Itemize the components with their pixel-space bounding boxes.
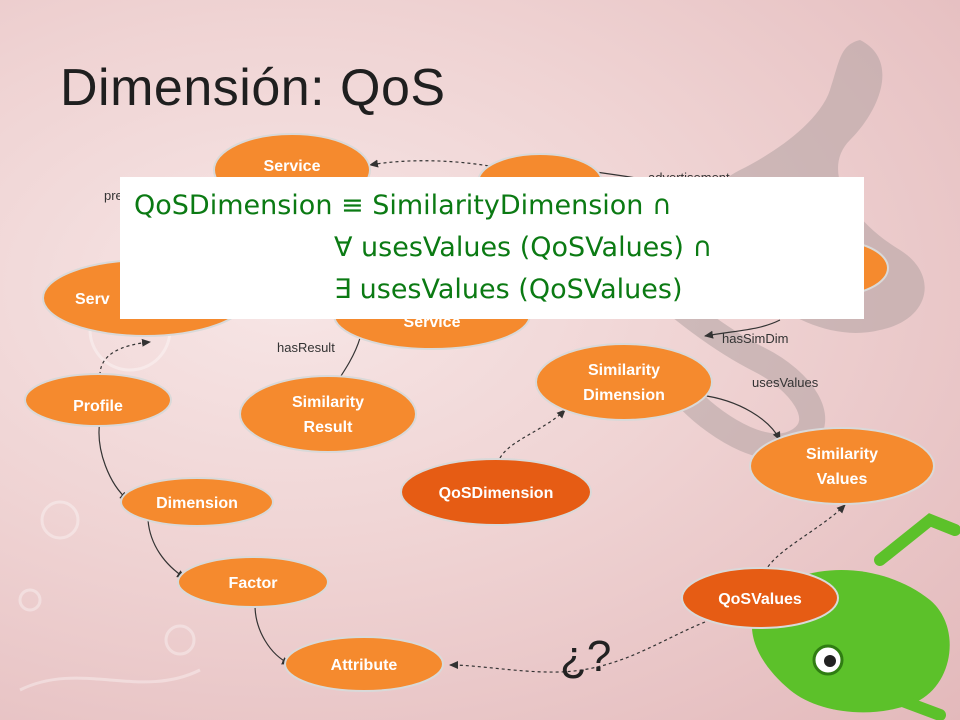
node-label-service-top: Service — [264, 158, 321, 175]
node-similarity-dimension[interactable]: Similarity Dimension — [535, 343, 713, 421]
node-label-similarity-result-1: Similarity — [292, 394, 364, 411]
edge-label-uses-values: usesValues — [752, 375, 819, 390]
node-label-similarity-result-2: Result — [304, 419, 354, 436]
edge-qosvalues-similarityvalues — [764, 504, 846, 573]
edge-has-sim-dim — [704, 319, 781, 339]
node-dimension[interactable]: Dimension — [120, 477, 274, 527]
node-label-similarity-dimension-1: Similarity — [588, 362, 660, 379]
node-similarity-result[interactable]: Similarity Result — [239, 375, 417, 453]
edge-profile-dimension — [98, 419, 129, 501]
edge-dimension-factor — [147, 519, 186, 579]
node-label-factor: Factor — [229, 575, 278, 592]
question-mark: ¿? — [560, 632, 612, 681]
node-label-similarity-dimension-2: Dimension — [583, 387, 665, 404]
node-qos-values[interactable]: QoSValues — [681, 567, 839, 629]
formula-box: QoSDimension ≡ SimilarityDimension ∩ ∀ u… — [120, 177, 864, 319]
edge-qosdimension-similaritydimension — [499, 409, 566, 459]
edge-label-has-result: hasResult — [277, 340, 335, 355]
node-label-similarity-values-1: Similarity — [806, 446, 878, 463]
node-attribute[interactable]: Attribute — [284, 636, 444, 692]
node-label-service-left: Serv — [75, 291, 110, 308]
formula-line-1: QoSDimension ≡ SimilarityDimension ∩ — [134, 190, 672, 221]
node-qos-dimension[interactable]: QoSDimension — [400, 458, 592, 526]
node-label-profile: Profile — [73, 398, 123, 415]
edge-factor-attribute — [254, 604, 291, 665]
slide-title: Dimensión: QoS — [60, 59, 446, 117]
node-profile[interactable]: Profile — [24, 373, 172, 427]
formula-line-2: ∀ usesValues (QoSValues) ∩ — [334, 232, 713, 263]
node-label-qos-values: QoSValues — [718, 591, 802, 608]
edge-label-presents: pre — [104, 188, 123, 203]
node-label-dimension: Dimension — [156, 495, 238, 512]
edge-service-top — [369, 159, 501, 169]
node-label-attribute: Attribute — [331, 657, 398, 674]
node-label-qos-dimension: QoSDimension — [439, 485, 554, 502]
node-similarity-values[interactable]: Similarity Values — [749, 427, 935, 505]
edge-uses-values — [699, 394, 781, 441]
edge-label-has-sim-dim: hasSimDim — [722, 331, 788, 346]
green-gecko-icon — [751, 513, 960, 720]
node-factor[interactable]: Factor — [177, 556, 329, 608]
formula-line-3: ∃ usesValues (QoSValues) — [334, 274, 683, 305]
node-label-similarity-values-2: Values — [817, 471, 868, 488]
